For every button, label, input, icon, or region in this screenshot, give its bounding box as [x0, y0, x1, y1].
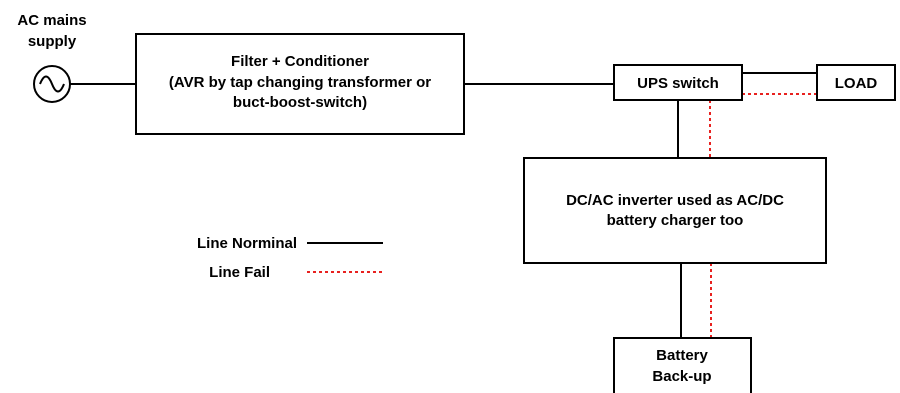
filter-conditioner-block: Filter + Conditioner (AVR by tap changin… [135, 33, 465, 135]
filter-label-line2: (AVR by tap changing transformer or [169, 74, 431, 91]
inverter-block: DC/AC inverter used as AC/DC battery cha… [523, 157, 827, 264]
ac-source-sine-icon [33, 65, 71, 103]
battery-label-line1: Battery [656, 347, 708, 364]
filter-label-line3: buct-boost-switch) [233, 94, 367, 111]
battery-block: Battery Back-up [613, 337, 752, 393]
inverter-label-line2: battery charger too [607, 212, 744, 229]
filter-label-line1: Filter + Conditioner [231, 53, 369, 70]
source-label-line2: supply [28, 33, 77, 50]
battery-label-line2: Back-up [652, 368, 711, 385]
source-label-line1: AC mains [17, 12, 86, 29]
legend: Line Norminal Line Fail [197, 235, 383, 281]
ups-switch-label: UPS switch [637, 75, 719, 92]
ac-source: AC mains supply [17, 12, 87, 103]
inverter-label-line1: DC/AC inverter used as AC/DC [566, 192, 784, 209]
load-block: LOAD [816, 64, 896, 101]
ups-switch-block: UPS switch [613, 64, 743, 101]
legend-fail-label: Line Fail [209, 264, 270, 281]
load-label: LOAD [835, 75, 878, 92]
legend-normal-label: Line Norminal [197, 235, 297, 252]
